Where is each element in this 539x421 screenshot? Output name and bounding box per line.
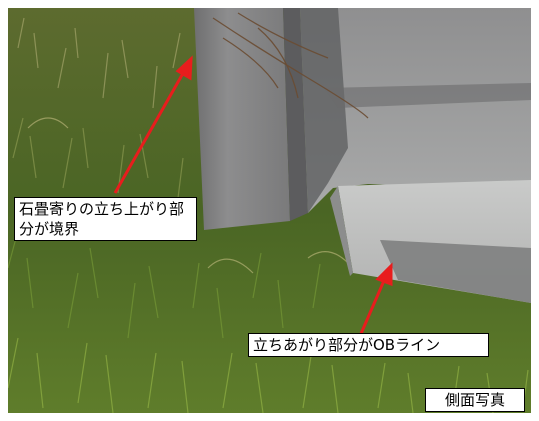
arrow-stone-boundary <box>113 55 193 194</box>
twigs <box>212 12 369 119</box>
slab-shadow <box>300 8 348 213</box>
post-side <box>283 8 308 221</box>
label-ob-line: 立ちあがり部分がOBライン <box>248 333 489 357</box>
back-slab <box>300 8 531 213</box>
photo <box>8 8 531 413</box>
label-side-photo: 側面写真 <box>425 388 525 412</box>
step-left-face <box>330 186 353 276</box>
slab-edge-shadow <box>324 83 531 108</box>
step-shadow-face <box>380 240 531 303</box>
arrow-ob-line <box>358 262 393 337</box>
label-stone-boundary: 石畳寄りの立ち上がり部分が境界 <box>14 197 197 241</box>
concrete-post <box>194 8 290 230</box>
